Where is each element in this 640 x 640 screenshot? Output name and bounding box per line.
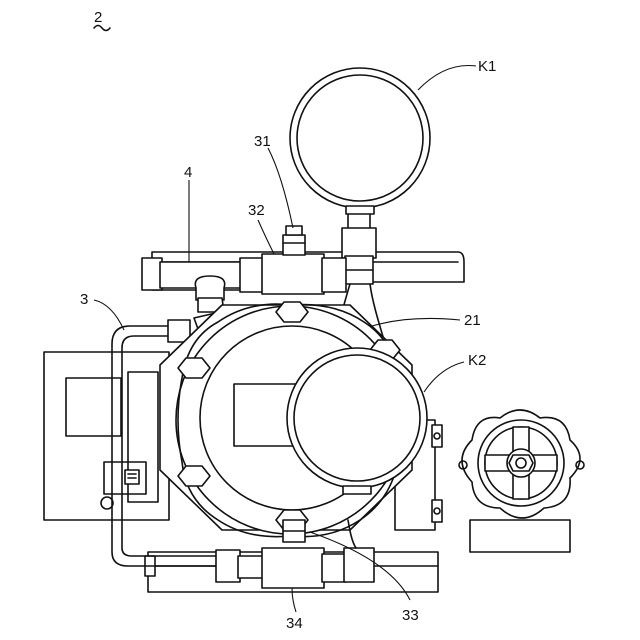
handwheel-stem-housing (470, 520, 570, 552)
plug-31 (283, 235, 305, 255)
tube-3-lower-nut (216, 550, 240, 582)
figure-numeral: 2 (94, 9, 102, 26)
control-box (44, 352, 169, 520)
leader-32 (258, 220, 274, 254)
leader-k1 (418, 66, 476, 91)
handwheel (459, 410, 584, 518)
label-k2: K2 (468, 352, 486, 369)
label-34: 34 (286, 615, 303, 632)
label-33: 33 (402, 607, 419, 624)
label-32: 32 (248, 202, 265, 219)
label-21: 21 (464, 312, 481, 329)
bolt-left-upper (178, 358, 210, 378)
bolt-top (276, 302, 308, 322)
toggle-switch (125, 470, 139, 484)
leader-3 (94, 300, 124, 330)
block-34 (262, 548, 324, 588)
handwheel-hub (507, 449, 535, 477)
label-4: 4 (184, 164, 192, 181)
block-32 (262, 254, 324, 294)
numeral-underline (94, 26, 110, 31)
fitting-4-end-cap (142, 258, 162, 290)
label-3: 3 (80, 291, 88, 308)
label-31: 31 (254, 133, 271, 150)
bolt-left-lower (178, 466, 210, 486)
leader-k2 (424, 362, 464, 392)
gauge-k1 (290, 68, 430, 214)
leader-31 (268, 148, 293, 228)
label-k1: K1 (478, 58, 496, 75)
leader-21 (372, 318, 460, 326)
